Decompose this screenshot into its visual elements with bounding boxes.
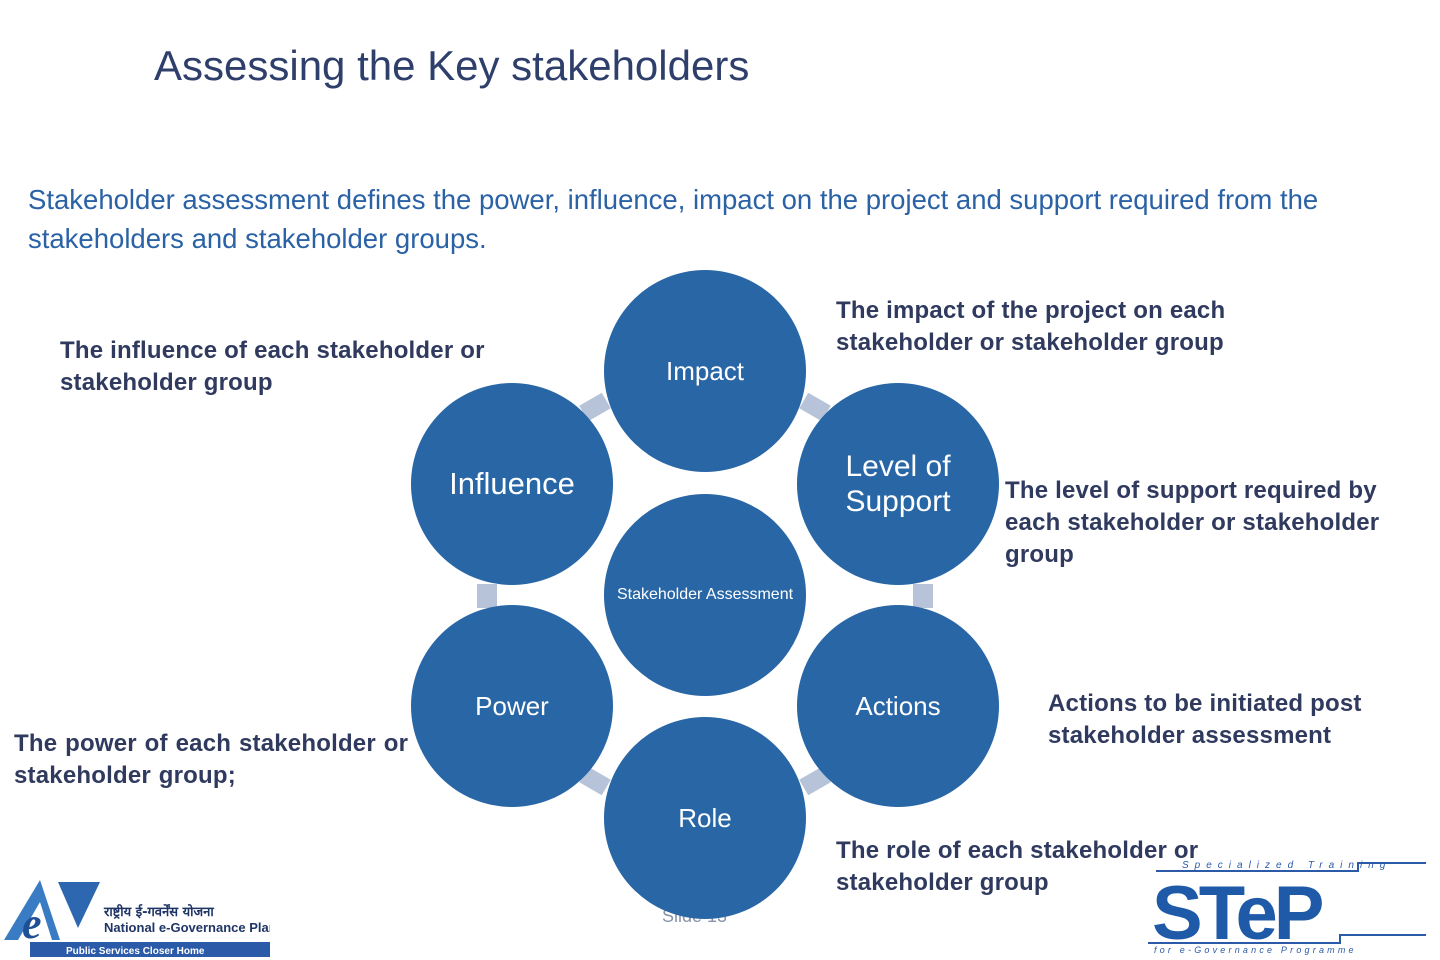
annotation-level-of-support: The level of support required by each st… bbox=[1005, 477, 1380, 568]
node-level-of-support: Level of Support bbox=[797, 383, 999, 585]
node-role-label: Role bbox=[678, 802, 732, 833]
negp-tagline: Public Services Closer Home bbox=[66, 946, 205, 957]
negp-hindi-name: राष्ट्रीय ई-गवर्नेंस योजना bbox=[103, 904, 214, 920]
step-logo: Specialized Training STeP for e-Governan… bbox=[1148, 860, 1426, 955]
node-impact: Impact bbox=[604, 270, 806, 472]
slide-subtitle: Stakeholder assessment defines the power… bbox=[28, 184, 1319, 254]
svg-text:e: e bbox=[22, 899, 42, 948]
node-level-of-support-label: Level of Support bbox=[845, 450, 951, 518]
step-top-tagline: Specialized Training bbox=[1182, 860, 1391, 871]
node-power: Power bbox=[411, 605, 613, 807]
node-influence-label: Influence bbox=[449, 466, 575, 501]
negp-english-name: National e-Governance Plan bbox=[104, 920, 270, 935]
connector-power-influence bbox=[477, 584, 497, 608]
negp-logo: e राष्ट्रीय ई-गवर्नेंस योजना National e-… bbox=[4, 880, 270, 957]
step-bottom-tagline: for e-Governance Programme bbox=[1154, 945, 1357, 955]
node-center-stakeholder-assessment: Stakeholder Assessment bbox=[604, 494, 806, 696]
annotation-influence: The influence of each stakeholder or sta… bbox=[60, 337, 485, 396]
node-impact-label: Impact bbox=[665, 355, 745, 386]
annotation-actions: Actions to be initiated post stakeholder… bbox=[1048, 690, 1362, 749]
annotation-role: The role of each stakeholder or stakehol… bbox=[836, 837, 1199, 896]
node-actions: Actions bbox=[797, 605, 999, 807]
slide-title: Assessing the Key stakeholders bbox=[154, 42, 750, 89]
annotation-power: The power of each stakeholder or stakeho… bbox=[14, 730, 409, 789]
node-center-label: Stakeholder Assessment bbox=[616, 586, 794, 603]
step-wordmark: STeP bbox=[1152, 871, 1323, 955]
annotation-impact: The impact of the project on each stakeh… bbox=[836, 297, 1226, 356]
node-power-label: Power bbox=[475, 690, 549, 721]
node-actions-label: Actions bbox=[855, 690, 941, 721]
node-role: Role bbox=[604, 717, 806, 919]
connector-support-actions bbox=[913, 584, 933, 608]
node-influence: Influence bbox=[411, 383, 613, 585]
